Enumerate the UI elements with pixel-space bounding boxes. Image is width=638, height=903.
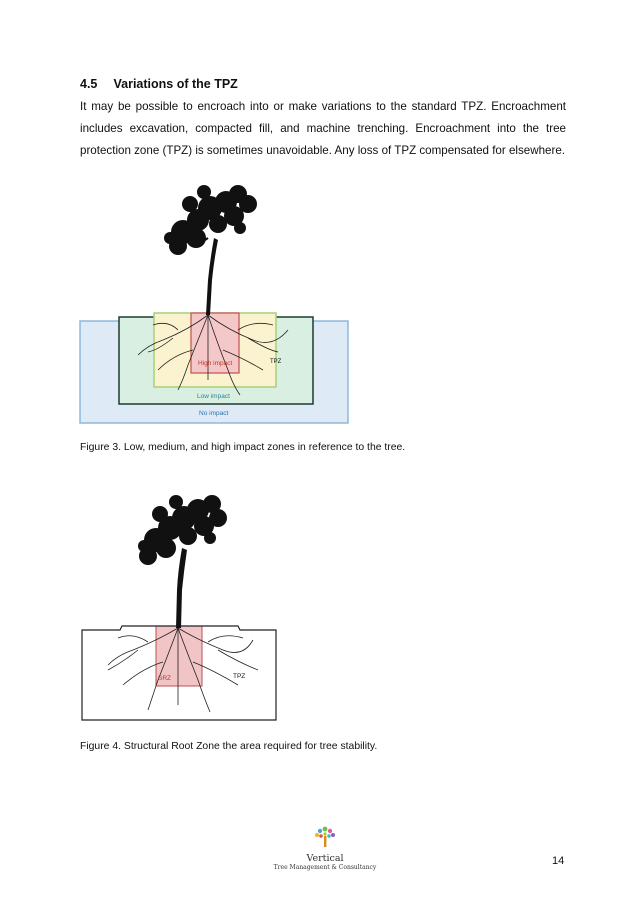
figure4-caption: Figure 4. Structural Root Zone the area … bbox=[80, 741, 378, 752]
tpz-outline bbox=[81, 625, 277, 721]
tree-illustration bbox=[137, 185, 289, 396]
section-title: Variations of the TPZ bbox=[113, 77, 238, 91]
section-number: 4.5 bbox=[80, 77, 98, 91]
tpz-label: TPZ bbox=[270, 359, 282, 365]
section-paragraph: It may be possible to encroach into or m… bbox=[80, 100, 566, 157]
high-impact-label: High impact bbox=[198, 360, 233, 367]
figure-impact-zones: High impact TPZ Low impact No impact bbox=[78, 180, 358, 425]
srz-label: SRZ bbox=[158, 675, 171, 682]
figure-structural-root-zone: SRZ TPZ bbox=[78, 490, 283, 725]
tpz-label-2: TPZ bbox=[233, 673, 245, 680]
no-impact-label: No impact bbox=[199, 410, 228, 417]
footer-logo: Vertical Tree Management & Consultancy bbox=[270, 824, 380, 872]
tree-illustration-2 bbox=[107, 495, 259, 713]
section-heading: 4.5 Variations of the TPZ bbox=[80, 77, 238, 91]
high-impact-zone bbox=[190, 312, 240, 374]
figure3-caption: Figure 3. Low, medium, and high impact z… bbox=[80, 442, 406, 453]
page-number: 14 bbox=[552, 855, 565, 867]
brand-name: Vertical bbox=[306, 853, 344, 864]
brand-tagline: Tree Management & Consultancy bbox=[273, 864, 377, 871]
low-impact-label: Low impact bbox=[197, 393, 230, 400]
tree-logo-icon bbox=[315, 826, 335, 847]
